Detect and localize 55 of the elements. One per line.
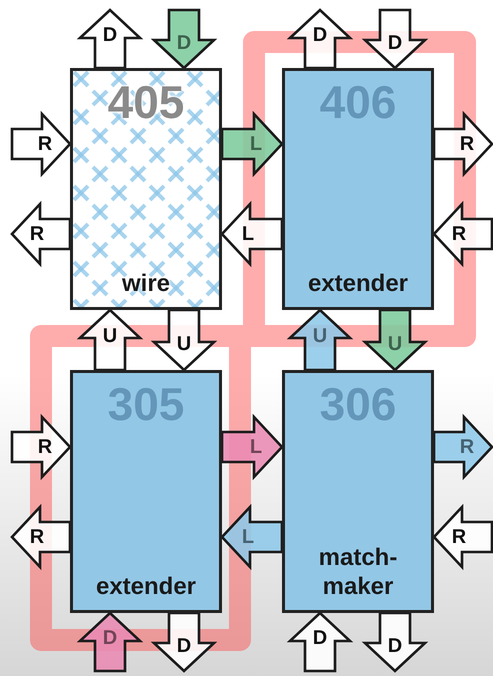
- module-name: extender: [306, 270, 410, 299]
- module-box: [282, 370, 434, 613]
- edge-label: D: [388, 636, 402, 656]
- edge-label: U: [102, 326, 118, 346]
- block-arrow: [220, 504, 284, 570]
- block-arrow: [10, 110, 72, 178]
- edge-label: R: [460, 134, 474, 154]
- edge-label: D: [176, 33, 192, 53]
- edge-label: D: [388, 33, 402, 53]
- edge-label: U: [176, 334, 192, 354]
- edge-label: L: [250, 134, 262, 154]
- edge-label: L: [242, 527, 254, 547]
- edge-label: R: [30, 224, 44, 244]
- module-name: extender: [94, 573, 198, 602]
- block-arrow: [286, 8, 354, 70]
- edge-label: R: [38, 437, 52, 457]
- edge-label: D: [176, 636, 192, 656]
- block-arrow: [220, 200, 284, 268]
- block-arrow: [432, 414, 493, 480]
- edge-label: L: [250, 437, 262, 457]
- edge-label: U: [388, 334, 402, 354]
- block-arrow: [362, 8, 428, 70]
- block-arrow: [362, 612, 428, 673]
- block-arrow: [76, 308, 144, 372]
- block-arrow: [220, 414, 284, 480]
- block-arrow: [150, 8, 218, 70]
- edge-label: D: [102, 25, 118, 45]
- module-name: match-maker: [318, 544, 398, 602]
- block-arrow: [286, 611, 354, 672]
- block-arrow: [432, 110, 493, 178]
- module-box: [70, 370, 222, 613]
- module-box: [282, 68, 434, 310]
- block-arrow: [76, 8, 144, 70]
- edge-label: D: [312, 25, 328, 45]
- edge-label: R: [452, 527, 466, 547]
- block-arrow: [150, 308, 218, 372]
- block-arrow: [10, 200, 72, 268]
- edge-label: U: [312, 326, 328, 346]
- block-arrow: [220, 110, 284, 178]
- edge-label: R: [460, 437, 474, 457]
- block-arrow: [10, 414, 72, 480]
- block-arrow: [286, 308, 354, 372]
- block-arrow: [432, 504, 493, 570]
- module-name: wire: [120, 270, 172, 299]
- block-arrow: [362, 308, 428, 372]
- block-arrow: [76, 611, 144, 672]
- edge-label: R: [30, 527, 44, 547]
- edge-label: R: [452, 224, 466, 244]
- block-arrow: [10, 504, 72, 570]
- block-arrow: [432, 200, 493, 268]
- edge-label: L: [242, 224, 254, 244]
- edge-label: D: [102, 628, 118, 648]
- edge-label: D: [312, 628, 328, 648]
- block-arrow: [150, 612, 218, 673]
- edge-label: R: [38, 134, 52, 154]
